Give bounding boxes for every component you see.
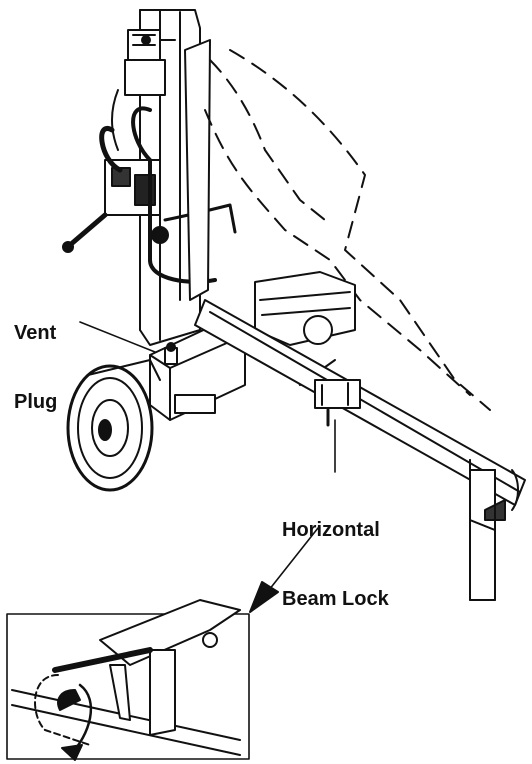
horizontal-beam-lock-label: Horizontal Beam Lock bbox=[282, 473, 389, 634]
hydraulic-cylinder-top bbox=[111, 29, 166, 151]
vent-plug-label: Vent Plug bbox=[14, 276, 57, 437]
beam-swing-path bbox=[184, 39, 491, 411]
vent-plug-label-line-1: Vent bbox=[14, 322, 57, 344]
vent-plug-leader bbox=[79, 321, 156, 353]
vent-plug bbox=[164, 342, 178, 365]
horizontal-beam-lock-label-line-1: Horizontal bbox=[282, 519, 380, 541]
detail-inset bbox=[6, 599, 250, 761]
wheel bbox=[66, 359, 161, 492]
horizontal-beam-lock-label-line-2: Beam Lock bbox=[282, 588, 389, 610]
beam-lock bbox=[314, 379, 361, 427]
vent-plug-label-line-2: Plug bbox=[14, 391, 58, 413]
detail-arrow bbox=[249, 527, 319, 613]
